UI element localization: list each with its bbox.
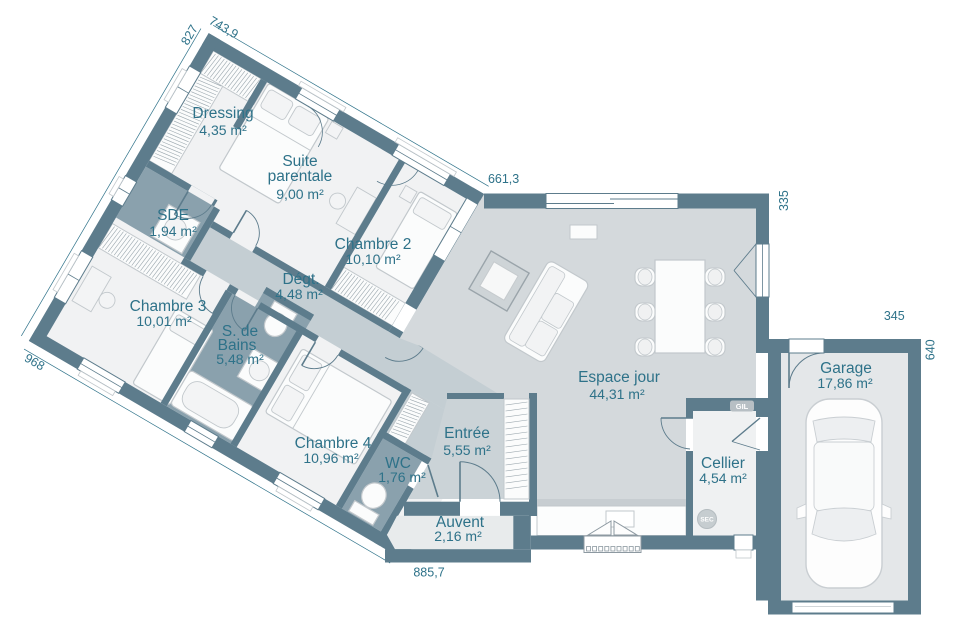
- svg-text:Dégt.: Dégt.: [282, 271, 319, 288]
- svg-text:640: 640: [923, 339, 937, 360]
- svg-text:S. de: S. de: [222, 323, 258, 340]
- svg-text:4,48 m²: 4,48 m²: [275, 286, 323, 302]
- svg-text:5,55 m²: 5,55 m²: [443, 442, 491, 458]
- svg-text:SEC: SEC: [700, 517, 714, 524]
- svg-text:Bains: Bains: [218, 337, 257, 354]
- svg-text:17,86 m²: 17,86 m²: [817, 375, 873, 391]
- svg-text:Chambre 2: Chambre 2: [335, 236, 412, 253]
- svg-text:2,16 m²: 2,16 m²: [434, 528, 482, 544]
- svg-text:5,48 m²: 5,48 m²: [216, 351, 264, 367]
- svg-text:Chambre 3: Chambre 3: [130, 298, 207, 315]
- svg-text:1,94 m²: 1,94 m²: [149, 223, 197, 239]
- svg-text:SDE: SDE: [157, 207, 189, 224]
- svg-text:10,96 m²: 10,96 m²: [303, 450, 359, 466]
- svg-text:parentale: parentale: [268, 168, 333, 185]
- svg-text:Auvent: Auvent: [436, 514, 485, 531]
- svg-text:661,3: 661,3: [488, 172, 519, 186]
- svg-text:Chambre 4: Chambre 4: [295, 435, 372, 452]
- svg-text:Espace jour: Espace jour: [578, 369, 660, 386]
- svg-text:44,31 m²: 44,31 m²: [589, 386, 645, 402]
- svg-text:345: 345: [884, 309, 905, 323]
- svg-text:Dressing: Dressing: [192, 105, 253, 122]
- svg-text:Cellier: Cellier: [701, 455, 745, 472]
- svg-text:Entrée: Entrée: [444, 425, 490, 442]
- svg-text:Garage: Garage: [820, 360, 872, 377]
- svg-text:335: 335: [777, 190, 791, 211]
- svg-text:10,01 m²: 10,01 m²: [136, 313, 192, 329]
- svg-text:WC: WC: [385, 455, 411, 472]
- svg-text:4,35 m²: 4,35 m²: [199, 122, 247, 138]
- svg-text:GIL: GIL: [736, 402, 749, 411]
- svg-text:10,10 m²: 10,10 m²: [345, 251, 401, 267]
- svg-text:9,00 m²: 9,00 m²: [276, 186, 324, 202]
- svg-text:1,76 m²: 1,76 m²: [378, 469, 426, 485]
- svg-text:885,7: 885,7: [413, 566, 444, 580]
- svg-text:Suite: Suite: [282, 153, 317, 170]
- svg-text:4,54 m²: 4,54 m²: [699, 470, 747, 486]
